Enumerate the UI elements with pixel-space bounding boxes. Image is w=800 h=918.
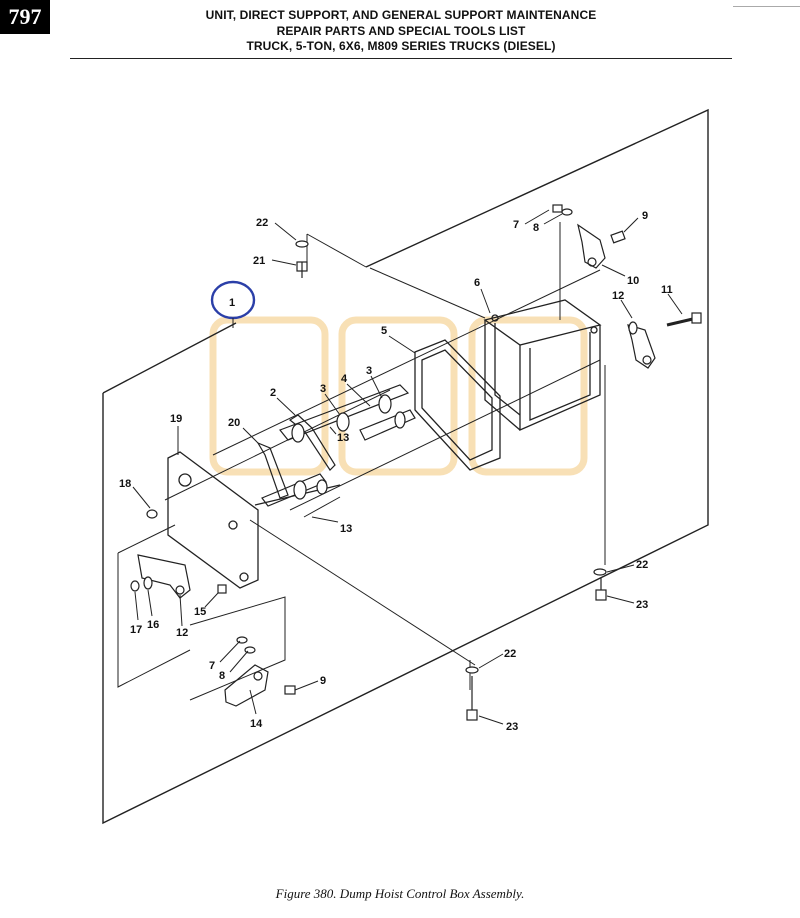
callout-19: 19	[170, 413, 182, 425]
callout-7-top: 7	[513, 219, 519, 231]
gasket	[414, 339, 501, 471]
leader-lines	[164, 222, 606, 690]
callout-21: 21	[253, 255, 265, 267]
callout-12-right: 12	[612, 290, 624, 302]
callout-23-right: 23	[636, 599, 648, 611]
header-line-3: TRUCK, 5-TON, 6X6, M809 SERIES TRUCKS (D…	[246, 39, 556, 53]
callout-2: 2	[270, 387, 276, 399]
callout-10: 10	[627, 275, 639, 287]
header-line-2: REPAIR PARTS AND SPECIAL TOOLS LIST	[276, 23, 526, 38]
callout-23-bottom: 23	[506, 721, 518, 733]
callout-1: 1	[229, 297, 235, 309]
watermark	[209, 316, 588, 476]
levers	[137, 223, 656, 599]
callout-13-upper: 13	[337, 432, 349, 444]
callout-11: 11	[661, 284, 673, 296]
callout-13-lower: 13	[340, 523, 352, 535]
callout-8-bottom: 8	[219, 670, 225, 682]
mounting-bracket	[167, 451, 259, 589]
page-header: UNIT, DIRECT SUPPORT, AND GENERAL SUPPOR…	[70, 8, 732, 55]
callout-20: 20	[228, 417, 240, 429]
callout-15: 15	[194, 606, 206, 618]
header-line-1: UNIT, DIRECT SUPPORT, AND GENERAL SUPPOR…	[205, 8, 597, 22]
callout-7-bottom: 7	[209, 660, 215, 672]
callout-16: 16	[147, 619, 159, 631]
header-divider	[70, 58, 732, 59]
clevis-rod-end	[224, 664, 269, 707]
callout-22-top: 22	[256, 217, 268, 229]
callout-9-bottom: 9	[320, 675, 326, 687]
figure-caption: Figure 380. Dump Hoist Control Box Assem…	[275, 886, 525, 901]
exploded-view-illustration: 1 22 21 7 8 9 10 11 12 6 5 2 3 4 3 13 20…	[102, 108, 709, 825]
callout-9-top: 9	[642, 210, 648, 222]
callout-14: 14	[250, 718, 263, 730]
header-top-rule	[733, 6, 800, 7]
callout-5: 5	[381, 325, 387, 337]
callout-pointers	[132, 209, 683, 725]
callout-6: 6	[474, 277, 480, 289]
callout-22-bottom: 22	[504, 648, 516, 660]
background-plate	[102, 108, 709, 825]
callout-18: 18	[119, 478, 131, 490]
callout-22-right: 22	[636, 559, 648, 571]
callout-17: 17	[130, 624, 142, 636]
callout-3-right: 3	[366, 365, 372, 377]
page-number-badge: 797	[0, 0, 50, 34]
fasteners	[130, 204, 702, 721]
callout-8-top: 8	[533, 222, 539, 234]
callout-12-left: 12	[176, 627, 188, 639]
control-box-housing	[483, 299, 602, 431]
callout-3-left: 3	[320, 383, 326, 395]
callout-4: 4	[341, 373, 348, 385]
